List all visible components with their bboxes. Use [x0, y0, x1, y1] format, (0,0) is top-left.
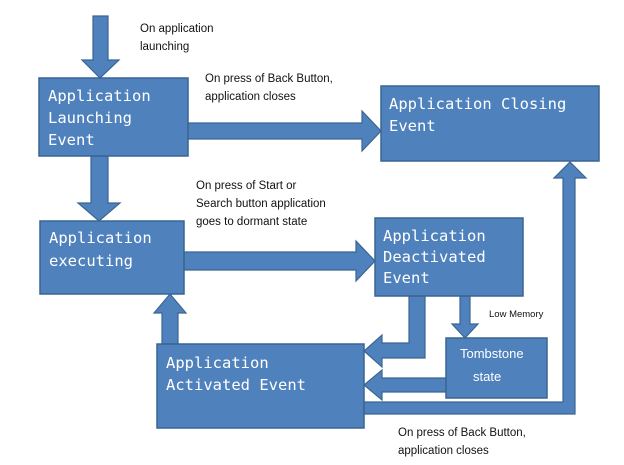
label-on-launch-line-2: launching	[140, 41, 189, 53]
label-start-search: On press of Start or Search button appli…	[196, 180, 326, 228]
node-activated-line-2: Activated Event	[166, 376, 306, 394]
node-tombstone-line-1: Tombstone	[460, 346, 524, 361]
node-closing-line-2: Event	[389, 117, 436, 135]
entry-arrow	[80, 15, 121, 79]
node-executing: Application executing	[39, 220, 185, 295]
arrow-activated-to-executing	[152, 293, 188, 345]
node-tombstone-line-2: state	[473, 369, 501, 384]
node-launching-line-2: Launching	[48, 109, 132, 127]
node-tombstone: Tombstone state	[445, 337, 548, 399]
arrow-deactivated-to-activated	[363, 295, 426, 369]
node-closing-line-1: Application Closing	[389, 95, 566, 113]
label-on-launch: On application launching	[140, 23, 214, 53]
node-executing-line-2: executing	[49, 252, 133, 270]
label-start-search-line-1: On press of Start or	[196, 180, 297, 192]
label-low-memory-line-1: Low Memory	[489, 309, 544, 320]
node-launching: Application Launching Event	[38, 77, 189, 157]
label-back-bottom-line-2: application closes	[398, 445, 489, 457]
arrow-executing-to-deactivated	[183, 239, 376, 283]
label-low-memory: Low Memory	[489, 309, 544, 320]
label-start-search-line-2: Search button application	[196, 198, 326, 210]
label-back-top-line-2: application closes	[205, 91, 296, 103]
label-back-bottom-line-1: On press of Back Button,	[398, 427, 526, 439]
label-back-top: On press of Back Button, application clo…	[205, 73, 333, 103]
arrow-launching-to-executing	[76, 155, 122, 222]
arrow-deactivated-to-tombstone	[450, 295, 480, 339]
label-start-search-line-3: goes to dormant state	[196, 216, 307, 228]
node-deactivated-line-2: Deactivated	[383, 248, 486, 266]
node-launching-line-1: Application	[48, 87, 151, 105]
node-launching-line-3: Event	[48, 131, 95, 149]
label-on-launch-line-1: On application	[140, 23, 214, 35]
node-activated-line-1: Application	[166, 354, 269, 372]
node-executing-line-1: Application	[49, 229, 152, 247]
label-back-top-line-1: On press of Back Button,	[205, 73, 333, 85]
arrow-launching-to-closing	[187, 109, 382, 153]
node-deactivated-line-1: Application	[383, 227, 486, 245]
arrow-tombstone-to-activated	[363, 368, 447, 402]
node-closing: Application Closing Event	[380, 85, 600, 162]
label-back-bottom: On press of Back Button, application clo…	[398, 427, 526, 457]
node-deactivated: Application Deactivated Event	[374, 217, 524, 297]
arrow-activated-to-closing	[363, 161, 588, 415]
node-activated: Application Activated Event	[156, 343, 365, 429]
node-deactivated-line-3: Event	[383, 269, 430, 287]
